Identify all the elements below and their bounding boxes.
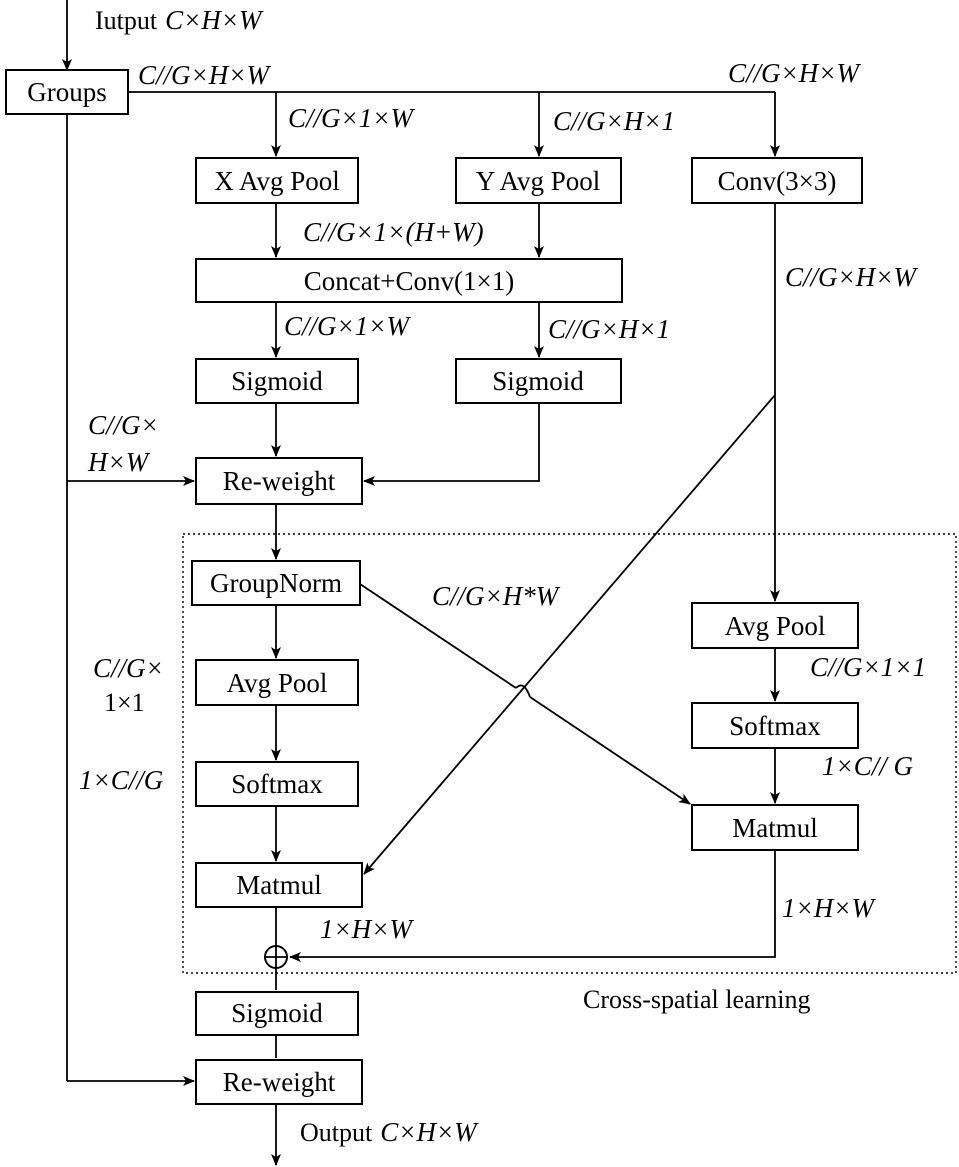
x-pool-in-label: C//G×1×W [288, 103, 415, 133]
sig-left-in-label: C//G×1×W [284, 311, 411, 341]
sigmoid-right-box: Sigmoid [455, 358, 622, 404]
side-label-line1: C//G× [88, 410, 159, 440]
concat-in-label: C//G×1×(H+W) [303, 217, 484, 247]
softmax-left-out-label: 1×C//G [79, 765, 163, 795]
matmul-right-label: Matmul [732, 813, 818, 843]
y-pool-in-label: C//G×H×1 [553, 106, 675, 136]
groups-label: Groups [27, 77, 107, 107]
y-avg-pool-label: Y Avg Pool [476, 166, 601, 196]
sigmoid-bottom-box: Sigmoid [195, 991, 359, 1036]
conv3x3-box: Conv(3×3) [691, 157, 863, 204]
groups-box: Groups [5, 69, 129, 115]
sigmoid-right-label: Sigmoid [492, 366, 584, 396]
cross-hw-label: C//G×H*W [432, 581, 561, 611]
x-avg-pool-box: X Avg Pool [195, 157, 359, 204]
matmul-left-label: Matmul [236, 870, 322, 900]
x-avg-pool-label: X Avg Pool [214, 166, 340, 196]
avgpool-right-box: Avg Pool [691, 602, 859, 649]
sigmoid-bottom-label: Sigmoid [231, 998, 323, 1028]
pool-right-out-label: C//G×1×1 [810, 652, 926, 682]
conv3x3-label: Conv(3×3) [718, 166, 837, 196]
softmax-right-label: Softmax [729, 711, 821, 741]
groups-out-label: C//G×H×W [138, 60, 271, 90]
avgpool-left-box: Avg Pool [195, 659, 359, 706]
side-label-line2: H×W [87, 447, 151, 477]
sigmoid-left-label: Sigmoid [231, 366, 323, 396]
matmul-right-to-plus [289, 850, 776, 962]
sum-node [264, 945, 288, 969]
concat-conv-box: Concat+Conv(1×1) [195, 258, 623, 303]
matmul-left-box: Matmul [195, 862, 363, 908]
reweight-bottom-box: Re-weight [195, 1059, 363, 1105]
softmax-left-label: Softmax [231, 769, 323, 799]
reweight-bottom-label: Re-weight [223, 1067, 336, 1097]
sigmoid-left-box: Sigmoid [195, 358, 359, 404]
softmax-right-box: Softmax [691, 702, 859, 749]
matmul-right-box: Matmul [691, 804, 859, 851]
reweight-top-label: Re-weight [223, 466, 336, 496]
conv-out-label: C//G×H×W [785, 262, 918, 292]
groupnorm-diagonal-hop [515, 684, 531, 698]
matmul-left-out-label: 1×H×W [320, 914, 414, 944]
conv-diagonal-to-matmul-left [363, 394, 776, 875]
matmul-right-out-label: 1×H×W [782, 893, 876, 923]
groupnorm-label: GroupNorm [210, 568, 342, 598]
top-right-label: C//G×H×W [728, 58, 861, 88]
reweight-top-box: Re-weight [195, 457, 363, 505]
groupnorm-diagonal-a [359, 583, 517, 689]
groupnorm-diagonal-b [529, 696, 691, 805]
y-avg-pool-box: Y Avg Pool [455, 157, 622, 204]
avgpool-left-label: Avg Pool [227, 668, 328, 698]
softmax-left-box: Softmax [195, 761, 359, 807]
cross-spatial-caption: Cross-spatial learning [583, 985, 810, 1014]
cross-spatial-region [182, 533, 957, 974]
concat-conv-label: Concat+Conv(1×1) [304, 266, 514, 296]
softmax-right-out-label: 1×C// G [822, 751, 913, 781]
pool-left-label-line2: 1×1 [104, 688, 145, 717]
avgpool-right-label: Avg Pool [725, 611, 826, 641]
sigmoid-right-to-reweight [363, 403, 540, 486]
sig-right-in-label: C//G×H×1 [548, 314, 670, 344]
pool-left-label-line1: C//G× [93, 653, 164, 683]
groupnorm-box: GroupNorm [191, 560, 361, 606]
